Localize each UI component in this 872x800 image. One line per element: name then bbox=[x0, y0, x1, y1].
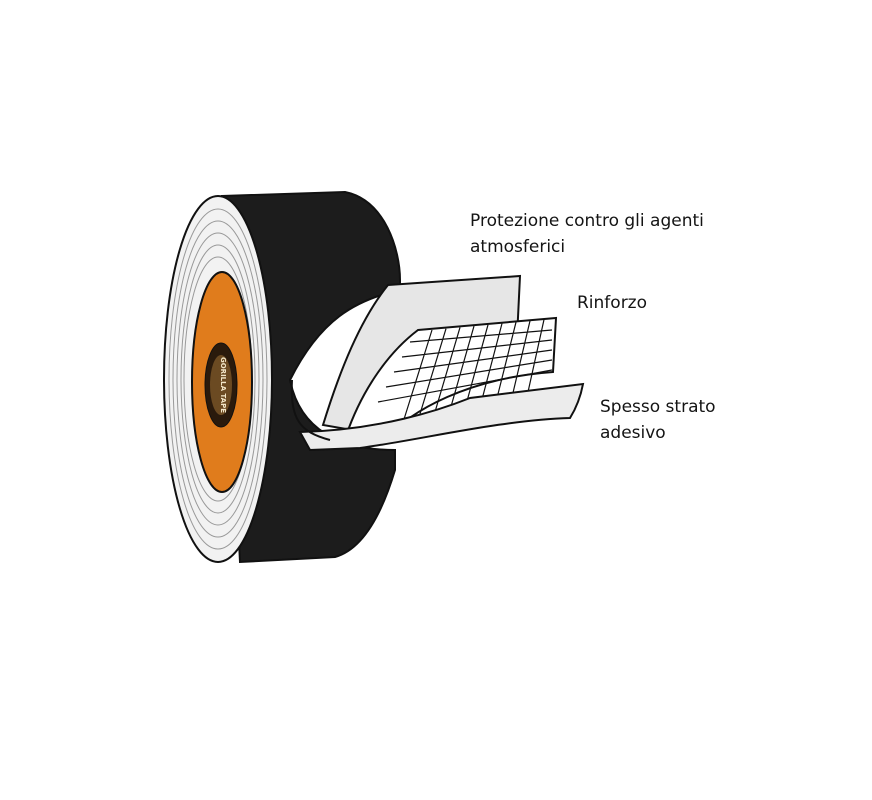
gorilla-tape-logo: GORILLA TAPE bbox=[204, 342, 238, 428]
label-reinforcement: Rinforzo bbox=[577, 290, 647, 316]
label-adhesive-line1: Spesso strato bbox=[600, 397, 716, 417]
layer-adhesive bbox=[298, 382, 585, 452]
label-adhesive: Spesso strato adesivo bbox=[600, 394, 716, 446]
label-weather-line1: Protezione contro gli agenti bbox=[470, 211, 704, 231]
tape-black-surface bbox=[220, 190, 401, 564]
label-weather-line2: atmosferici bbox=[470, 237, 566, 257]
label-weather-protection: Protezione contro gli agenti atmosferici bbox=[470, 208, 704, 260]
tape-roll: GORILLA TAPE bbox=[163, 190, 401, 564]
label-reinforcement-text: Rinforzo bbox=[577, 293, 648, 313]
label-adhesive-line2: adesivo bbox=[600, 423, 666, 443]
svg-text:GORILLA TAPE: GORILLA TAPE bbox=[219, 357, 227, 413]
